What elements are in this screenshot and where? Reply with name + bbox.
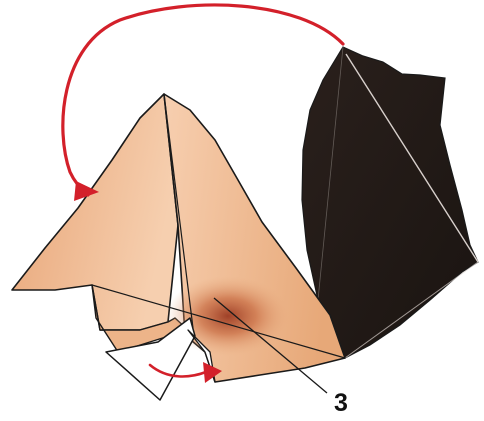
small-curved-arrow-icon xyxy=(148,362,222,383)
white-flap xyxy=(105,317,216,401)
skin-folded-shape xyxy=(11,93,346,383)
curved-fold-arrow-icon xyxy=(61,3,345,201)
center-fold-line xyxy=(163,93,194,329)
callout-label: 3 xyxy=(334,389,348,417)
callout-leader-line xyxy=(213,297,328,394)
diagonal-fold-line xyxy=(91,284,346,359)
black-panel-fold-line xyxy=(345,53,479,263)
black-folded-panel xyxy=(301,46,479,359)
